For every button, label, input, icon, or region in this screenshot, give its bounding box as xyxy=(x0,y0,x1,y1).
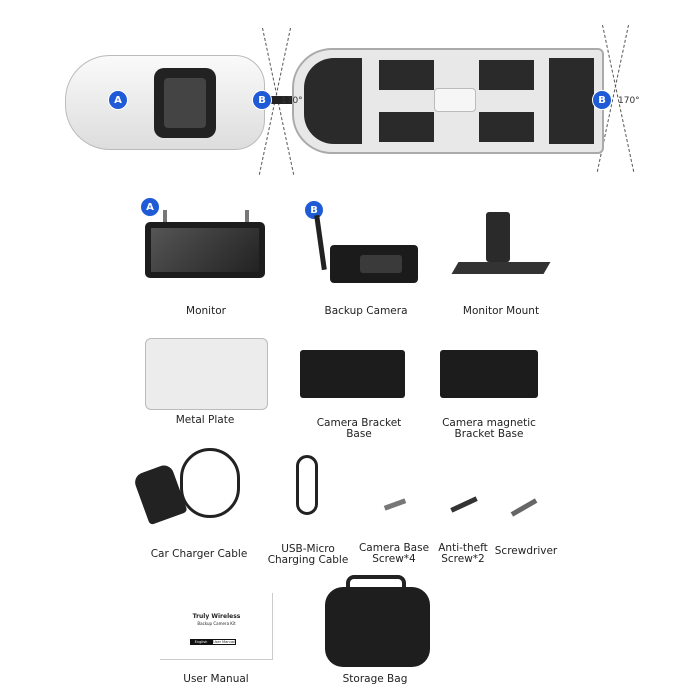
item-label: Car Charger Cable xyxy=(150,548,248,560)
manual-tab: User Manual xyxy=(212,639,236,645)
anti-theft-screw-image xyxy=(450,496,478,513)
storage-bag-image xyxy=(346,575,406,589)
user-manual-image: Truly Wireless Backup Camera Kit English… xyxy=(160,593,273,660)
item-label: Monitor Mount xyxy=(462,305,540,317)
manual-title: Truly Wireless xyxy=(192,613,241,620)
camera-base-screw-image xyxy=(383,498,407,511)
storage-bag-image xyxy=(325,587,430,667)
item-label: Monitor xyxy=(186,305,226,317)
car-monitor-badge: A xyxy=(108,90,128,110)
monitor-badge: A xyxy=(140,197,160,217)
backup-camera-image xyxy=(330,245,418,283)
camera-magnetic-bracket-base-image xyxy=(440,350,538,398)
item-label: Metal Plate xyxy=(175,414,235,426)
camera-bracket-base-image xyxy=(300,350,405,398)
car-charger-cable-image xyxy=(180,448,240,518)
hitch xyxy=(265,96,295,104)
usb-micro-cable-image xyxy=(296,455,318,515)
backup-camera-image xyxy=(314,214,327,271)
item-label: Backup Camera xyxy=(324,305,408,317)
screwdriver-image xyxy=(510,498,538,517)
car-image xyxy=(65,55,265,150)
camera-badge: B xyxy=(252,90,272,110)
item-label: Screwdriver xyxy=(494,545,558,557)
camera-badge: B xyxy=(592,90,612,110)
view-angle-label: 170° xyxy=(281,96,303,106)
view-angle-label: 170° xyxy=(618,96,640,106)
monitor-mount-image xyxy=(451,262,551,274)
metal-plate-image xyxy=(145,338,268,410)
item-label: User Manual xyxy=(183,673,249,685)
trailer-image xyxy=(292,48,604,154)
manual-subtitle: Backup Camera Kit xyxy=(197,621,236,626)
manual-tab: English xyxy=(190,639,212,645)
car-charger-cable-image xyxy=(132,462,188,526)
monitor-mount-image xyxy=(486,212,510,262)
monitor-image xyxy=(145,210,265,278)
item-label: Storage Bag xyxy=(342,673,408,685)
